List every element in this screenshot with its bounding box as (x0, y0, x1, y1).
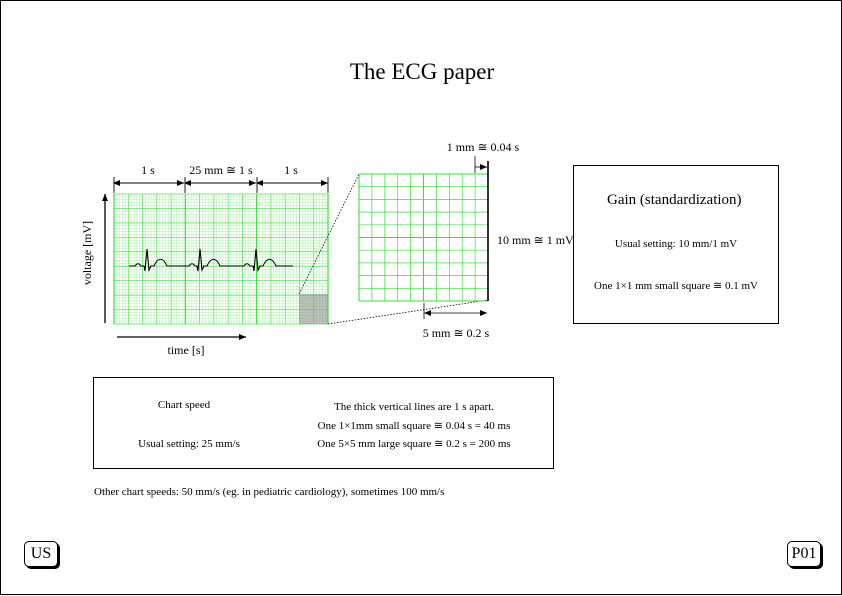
page-title: The ECG paper (349, 59, 495, 84)
dim-label-1s-left: 1 s (141, 163, 155, 177)
badge-left: US (24, 541, 58, 567)
gain-usual-setting: Usual setting: 10 mm/1 mV (614, 238, 738, 250)
speed-note-1: The thick vertical lines are 1 s apart. (333, 401, 495, 413)
zoom-right-label: 10 mm ≅ 1 mV (497, 233, 574, 247)
y-axis-label: voltage [mV] (80, 221, 94, 285)
footnote: Other chart speeds: 50 mm/s (eg. in pedi… (94, 486, 445, 498)
x-axis-label: time [s] (168, 343, 205, 357)
zoom-top-label: 1 mm ≅ 0.04 s (447, 140, 520, 154)
dim-label-25mm: 25 mm ≅ 1 s (189, 163, 253, 177)
gain-heading: Gain (standardization) (607, 192, 742, 208)
ecg-trace (129, 248, 293, 272)
shaded-large-square (299, 294, 328, 324)
speed-note-2: One 1×1mm small square ≅ 0.04 s = 40 ms (317, 420, 511, 432)
chart-speed-box: Chart speed Usual setting: 25 mm/s The t… (93, 377, 554, 469)
dim-label-1s-right: 1 s (284, 163, 298, 177)
badge-right: P01 (787, 541, 821, 567)
zoom-grid (358, 173, 489, 302)
speed-note-3: One 5×5 mm large square ≅ 0.2 s = 200 ms (317, 438, 511, 450)
zoom-bottom-label: 5 mm ≅ 0.2 s (423, 326, 490, 340)
gain-box: Gain (standardization) Usual setting: 10… (573, 165, 779, 324)
chart-speed-heading: Chart speed (157, 399, 211, 411)
gain-small-square: One 1×1 mm small square ≅ 0.1 mV (594, 280, 758, 292)
chart-speed-usual: Usual setting: 25 mm/s (138, 438, 240, 450)
